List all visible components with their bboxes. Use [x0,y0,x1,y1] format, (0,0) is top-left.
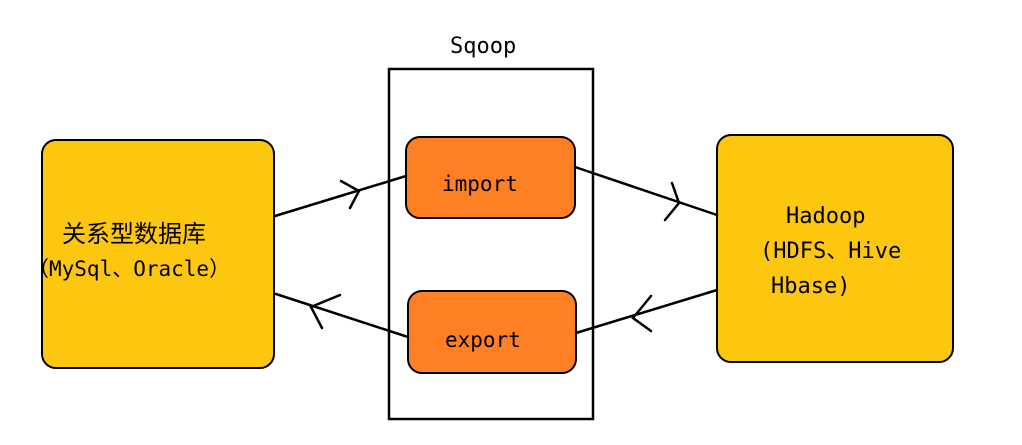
rdbms-box [41,139,275,369]
export-label: export [445,328,521,352]
hadoop-box [716,134,954,363]
arrow-rdbms-to-import [273,174,408,218]
sqoop-title: Sqoop [450,34,517,59]
rdbms-title: 关系型数据库 [62,220,206,248]
import-label: import [442,172,518,196]
hadoop-title: Hadoop [786,204,866,229]
rdbms-examples: （MySql、Oracle） [28,257,231,281]
import-box [405,136,576,219]
hadoop-components-line1: (HDFS、Hive [760,239,902,264]
arrow-export-to-rdbms [274,292,410,339]
hadoop-components-line2: Hbase) [771,274,851,299]
arrow-import-to-hadoop [573,165,719,222]
arrow-hadoop-to-export [574,288,719,335]
